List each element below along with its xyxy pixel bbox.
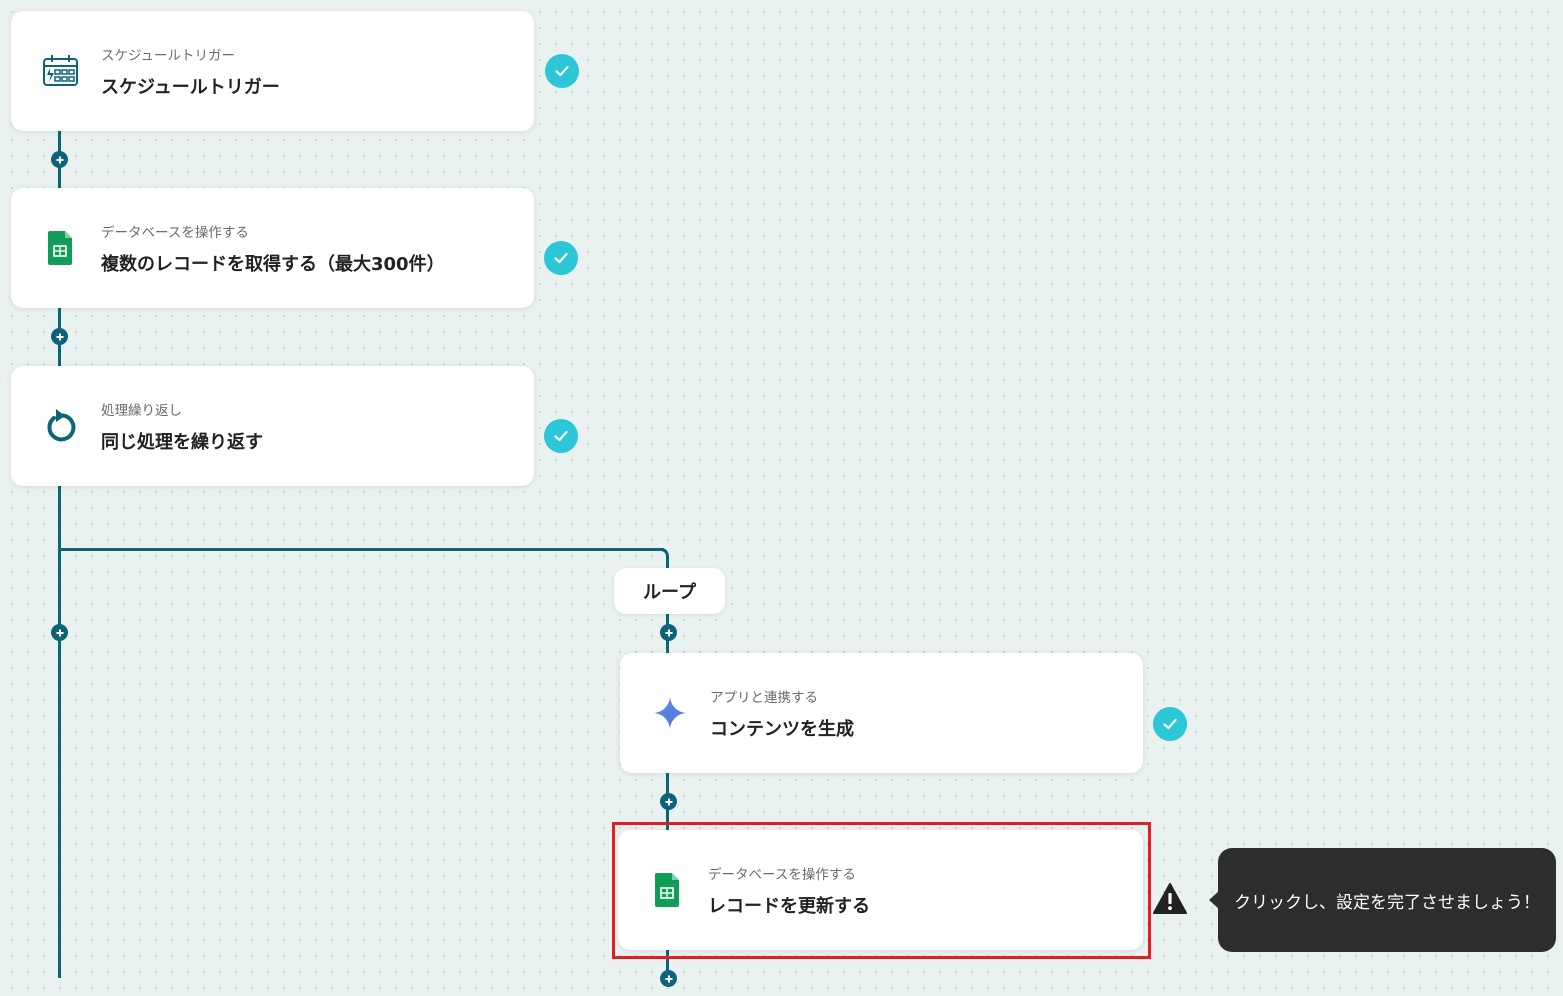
add-step-button[interactable]: [51, 151, 68, 168]
warning-icon: [1152, 882, 1188, 916]
completed-check-icon: [544, 419, 578, 453]
flow-step-schedule-trigger[interactable]: スケジュールトリガー スケジュールトリガー: [11, 11, 534, 131]
flow-step-update-record[interactable]: データベースを操作する レコードを更新する: [618, 830, 1143, 950]
completed-check-icon: [1153, 707, 1187, 741]
add-step-button[interactable]: [660, 793, 677, 810]
add-step-button[interactable]: [660, 624, 677, 641]
step-category: 処理繰り返し: [101, 403, 182, 419]
step-category: アプリと連携する: [710, 690, 818, 706]
step-title: スケジュールトリガー: [101, 77, 280, 98]
step-category: スケジュールトリガー: [101, 48, 236, 64]
repeat-icon: [41, 406, 81, 446]
flow-step-repeat[interactable]: 処理繰り返し 同じ処理を繰り返す: [11, 366, 534, 486]
setup-hint-tooltip: クリックし、設定を完了させましょう！: [1218, 848, 1556, 952]
highlight-frame: [612, 822, 1151, 959]
loop-branch-corner: [655, 548, 669, 564]
add-step-button[interactable]: [51, 328, 68, 345]
step-category: データベースを操作する: [708, 867, 856, 883]
step-title: 同じ処理を繰り返す: [101, 432, 263, 453]
google-sheets-icon: [648, 870, 688, 910]
add-step-button[interactable]: [660, 970, 677, 987]
step-title: 複数のレコードを取得する（最大300件）: [101, 254, 445, 275]
flow-step-generate-content[interactable]: アプリと連携する コンテンツを生成: [620, 653, 1143, 773]
step-title: コンテンツを生成: [710, 719, 854, 740]
loop-branch-vertical-line: [666, 560, 669, 570]
step-title: レコードを更新する: [708, 896, 870, 917]
google-sheets-icon: [41, 228, 81, 268]
main-flow-line: [58, 130, 61, 978]
calendar-lightning-icon: [41, 51, 81, 91]
loop-label: ループ: [614, 568, 725, 614]
completed-check-icon: [544, 241, 578, 275]
loop-branch-horizontal-line: [60, 548, 664, 551]
completed-check-icon: [545, 54, 579, 88]
gemini-sparkle-icon: [650, 693, 690, 733]
step-category: データベースを操作する: [101, 225, 249, 241]
add-step-button[interactable]: [51, 624, 68, 641]
flow-step-get-records[interactable]: データベースを操作する 複数のレコードを取得する（最大300件）: [11, 188, 534, 308]
